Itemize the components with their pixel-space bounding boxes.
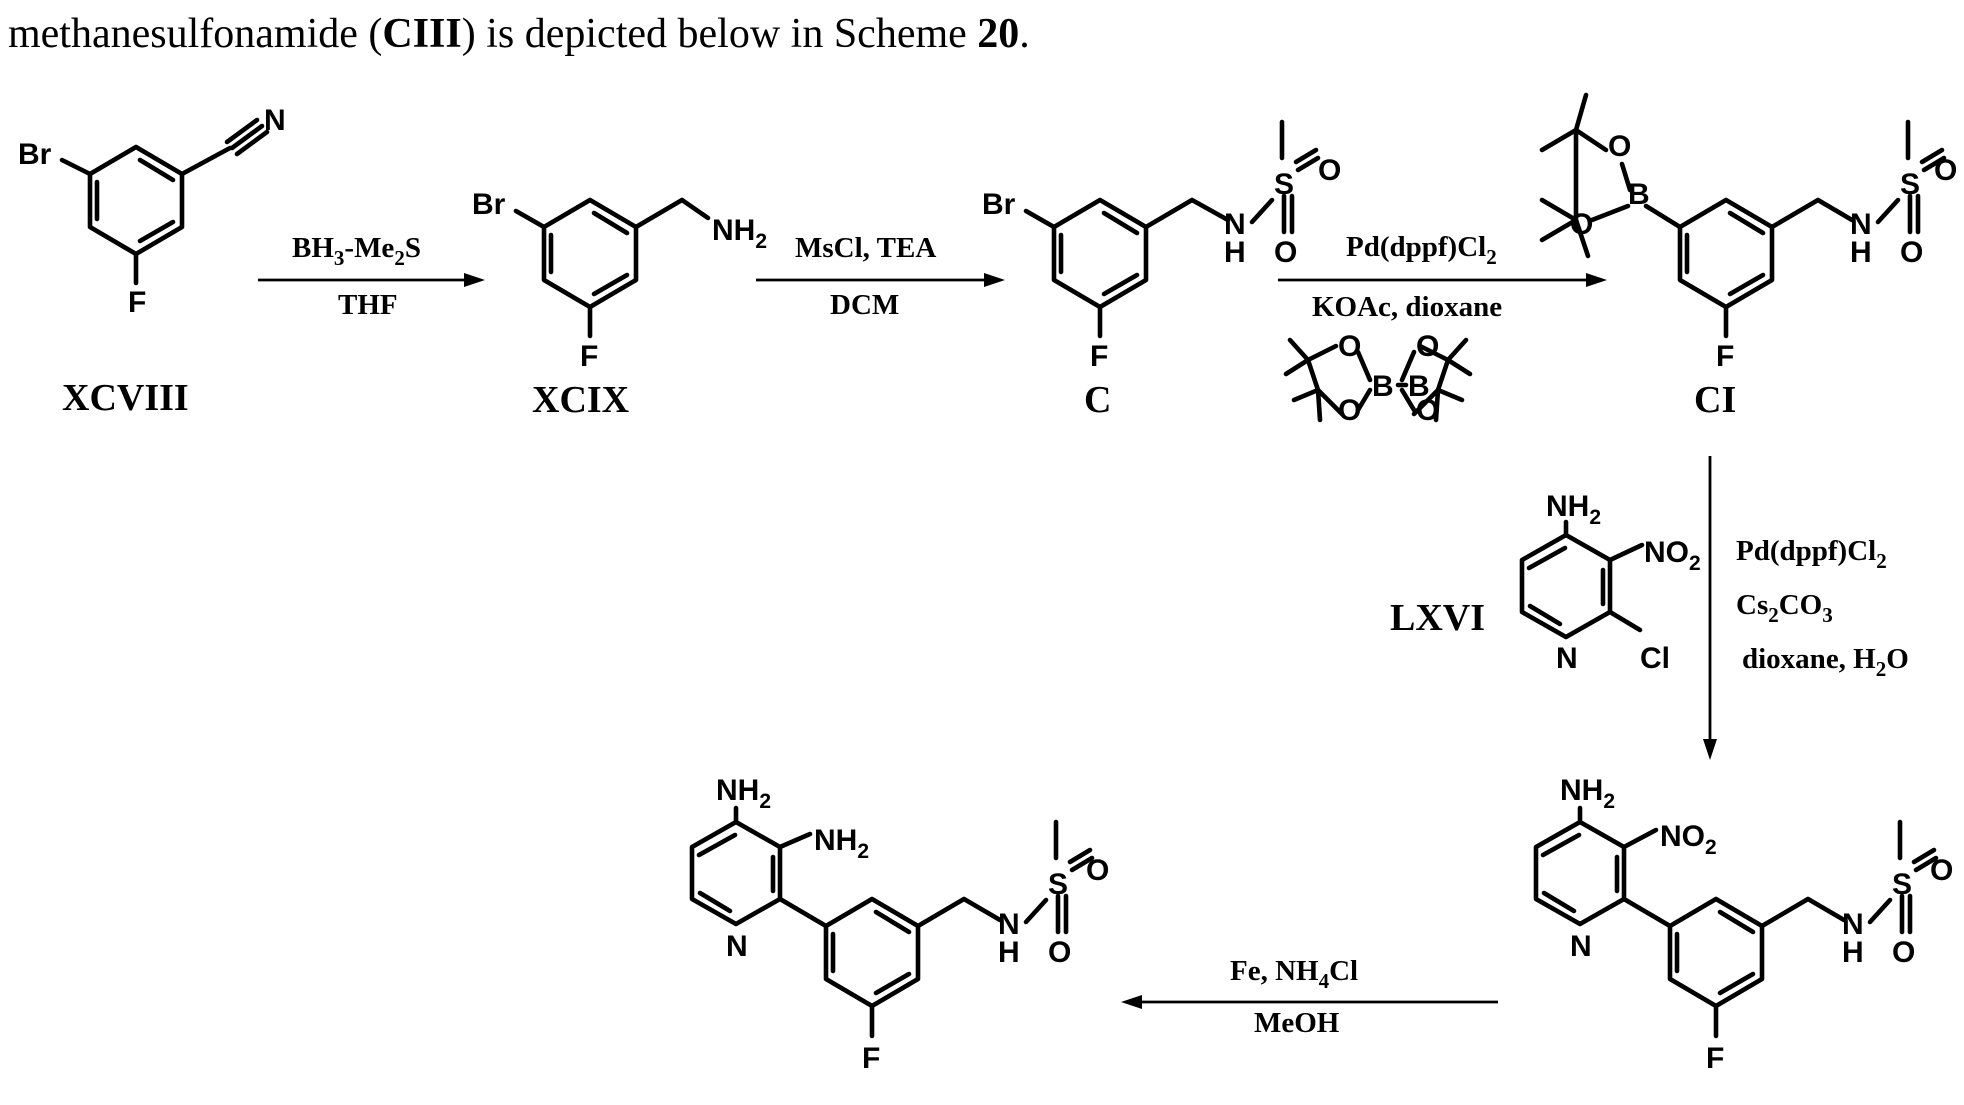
atom-o: O [1608, 130, 1631, 163]
atom-h: H [1224, 236, 1246, 269]
atom-br: Br [982, 188, 1016, 221]
molecule-lxvi: NH2 NO2 N Cl LXVI [1390, 490, 1701, 675]
molecule-ci: O B O F N H S O O CI [1542, 95, 1957, 421]
atom-o: O [1930, 854, 1953, 887]
atom-o: O [1416, 330, 1439, 363]
atom-o: O [1274, 236, 1297, 269]
atom-s: S [1048, 868, 1068, 901]
molecule-nitro-intermediate: NH2 NO2 N F N H S O O [1536, 774, 1953, 1075]
atom-o: O [1086, 854, 1109, 887]
atom-n: N [264, 104, 286, 137]
atom-br: Br [472, 188, 506, 221]
reaction-arrow-4: Pd(dppf)Cl2 Cs2CO3 dioxane, H2O [1703, 456, 1909, 760]
molecule-product-diamine: NH2 NH2 N F N H S O O [692, 774, 1109, 1075]
atom-no2: NO2 [1644, 536, 1701, 575]
reagent-mscl-tea: MsCl, TEA [795, 232, 936, 264]
solvent-meoh: MeOH [1254, 1007, 1340, 1039]
atom-br: Br [18, 138, 52, 171]
atom-f: F [580, 340, 598, 373]
reagent-koac-dioxane: KOAc, dioxane [1312, 291, 1502, 323]
atom-f: F [128, 286, 146, 319]
molecule-xcix: Br F NH2 XCIX [472, 188, 767, 421]
atom-o: O [1318, 154, 1341, 187]
reaction-arrow-1: BH3-Me2S THF [258, 232, 485, 321]
atom-o: O [1892, 936, 1915, 969]
atom-no2: NO2 [1660, 820, 1717, 859]
atom-s: S [1274, 168, 1294, 201]
atom-n: N [726, 930, 748, 963]
reagent-pd-dppf-cl2: Pd(dppf)Cl2 [1736, 535, 1887, 573]
label-ci: CI [1694, 379, 1736, 421]
atom-nh2: NH2 [712, 214, 767, 253]
atom-b: B [1628, 178, 1650, 211]
atom-o: O [1338, 394, 1361, 427]
molecule-c: Br F N H S O O C [982, 122, 1341, 421]
atom-nh2: NH2 [814, 824, 869, 863]
atom-h: H [1842, 936, 1864, 969]
solvent-thf: THF [338, 289, 398, 321]
reagent-bh3-me2s: BH3-Me2S [292, 232, 421, 270]
atom-cl: Cl [1640, 642, 1670, 675]
atom-f: F [1090, 340, 1108, 373]
atom-o: O [1570, 208, 1593, 241]
molecule-xcviii: Br F N XCVIII [18, 104, 286, 419]
reaction-arrow-5: Fe, NH4Cl MeOH [1121, 955, 1498, 1039]
atom-n: N [1556, 642, 1578, 675]
atom-f: F [1716, 340, 1734, 373]
label-xcix: XCIX [532, 379, 629, 421]
atom-f: F [862, 1042, 880, 1075]
solvent-dcm: DCM [830, 289, 899, 321]
atom-n: N [1570, 930, 1592, 963]
atom-nh2: NH2 [1546, 490, 1601, 529]
atom-s: S [1892, 868, 1912, 901]
reagent-dioxane-water: dioxane, H2O [1742, 643, 1909, 681]
reagent-b2pin2: O O B B O O [1286, 330, 1470, 427]
reagent-pd-dppf-cl2: Pd(dppf)Cl2 [1346, 231, 1497, 269]
atom-h: H [998, 936, 1020, 969]
atom-h: H [1850, 236, 1872, 269]
label-xcviii: XCVIII [62, 377, 189, 419]
atom-nh2: NH2 [1560, 774, 1615, 813]
reaction-arrow-3: Pd(dppf)Cl2 KOAc, dioxane O O B B O O [1278, 231, 1607, 427]
atom-o: O [1338, 330, 1361, 363]
label-lxvi: LXVI [1390, 597, 1485, 639]
atom-o: O [1048, 936, 1071, 969]
atom-nh2: NH2 [716, 774, 771, 813]
atom-o: O [1900, 236, 1923, 269]
reagent-cs2co3: Cs2CO3 [1736, 589, 1833, 627]
atom-o: O [1416, 394, 1439, 427]
label-c: C [1084, 379, 1111, 421]
atom-b: B [1372, 370, 1394, 403]
reagent-fe-nh4cl: Fe, NH4Cl [1230, 955, 1358, 993]
atom-o: O [1934, 154, 1957, 187]
atom-f: F [1706, 1042, 1724, 1075]
atom-s: S [1900, 168, 1920, 201]
reaction-arrow-2: MsCl, TEA DCM [756, 232, 1005, 321]
